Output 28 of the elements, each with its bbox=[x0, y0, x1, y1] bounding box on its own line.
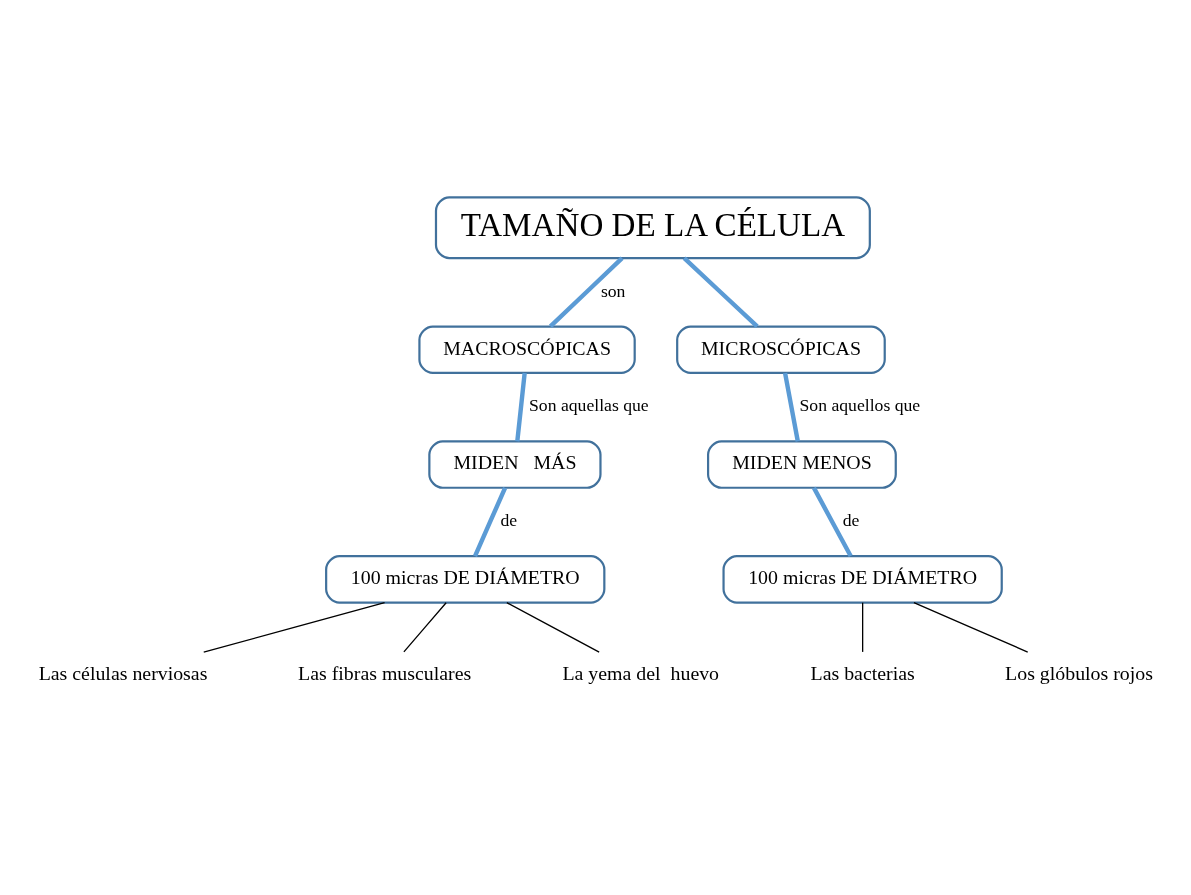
node-box: MIDEN MÁS bbox=[428, 439, 602, 489]
node-box: TAMAÑO DE LA CÉLULA bbox=[434, 195, 871, 259]
node-text: Las bacterias bbox=[810, 661, 915, 684]
edge-label: Son aquellas que bbox=[529, 394, 649, 415]
node-text: Las fibras musculares bbox=[298, 661, 472, 684]
connector bbox=[782, 372, 800, 442]
node-text: La yema del huevo bbox=[562, 661, 720, 684]
node-text: Los glóbulos rojos bbox=[1005, 661, 1153, 684]
connector bbox=[515, 372, 527, 441]
edge-label: de bbox=[842, 509, 860, 530]
node-box: MICROSCÓPICAS bbox=[676, 324, 886, 374]
node-box: MACROSCÓPICAS bbox=[418, 324, 636, 374]
connector bbox=[812, 486, 853, 557]
connector bbox=[913, 601, 1029, 653]
node-box: MIDEN MENOS bbox=[707, 439, 897, 489]
connector bbox=[862, 601, 864, 653]
node-box: 100 micras DE DIÁMETRO bbox=[325, 554, 606, 604]
connector bbox=[682, 256, 759, 328]
edge-label: de bbox=[500, 509, 518, 530]
node-box: 100 micras DE DIÁMETRO bbox=[722, 554, 1003, 604]
connector bbox=[473, 486, 508, 557]
connector bbox=[403, 601, 447, 653]
node-text: Las células nerviosas bbox=[38, 661, 208, 684]
edge-label: Son aquellos que bbox=[799, 394, 921, 415]
connector bbox=[548, 256, 624, 328]
edge-label: son bbox=[600, 280, 626, 301]
connector bbox=[506, 601, 600, 653]
connector bbox=[203, 601, 386, 653]
